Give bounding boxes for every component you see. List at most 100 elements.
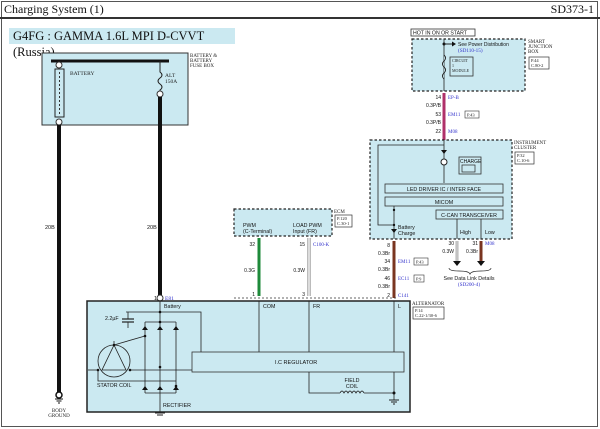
ecm-load-pwm-1: LOAD PWM bbox=[293, 223, 322, 229]
field-coil-icon bbox=[339, 390, 365, 394]
see-data-link[interactable]: See Data Link Details bbox=[444, 276, 495, 282]
connector-ep-b: EP-B bbox=[448, 96, 460, 101]
fuse-label: ALT bbox=[165, 73, 176, 79]
pin-31: 31 bbox=[472, 241, 478, 247]
sjb-name-3: BOX bbox=[528, 50, 539, 55]
rectifier-label: RECTIFIER bbox=[163, 403, 191, 409]
pin-22: 22 bbox=[435, 129, 441, 135]
ref-ec11: P.9 bbox=[416, 277, 422, 282]
alt-terminal-com: COM bbox=[263, 304, 275, 310]
page-header: Charging System (1) SD373-1 bbox=[0, 0, 600, 19]
pin-53: 53 bbox=[435, 112, 441, 118]
connector-em11-b: EM11 bbox=[398, 260, 411, 265]
wire-gauge-battery-ground: 20B bbox=[45, 225, 55, 231]
pin-8: 8 bbox=[387, 243, 390, 249]
connector-c100-k: C100-K bbox=[313, 243, 330, 248]
connector-m08-b: M08 bbox=[485, 242, 495, 247]
smart-junction-box: HOT IN ON OR START See Power Distributio… bbox=[410, 28, 553, 92]
alternator-name: ALTERNATOR bbox=[412, 302, 445, 307]
ecm-ref-2: C.30-1 bbox=[337, 221, 349, 226]
instrument-cluster: CHARGE LED DRIVER IC / INTER FACE MICOM … bbox=[369, 139, 546, 240]
ecm-ref-1: P.120 bbox=[337, 216, 348, 221]
fuse-rating: 150A bbox=[165, 79, 177, 85]
hot-label: HOT IN ON OR START bbox=[413, 31, 468, 37]
module-line-3: MODULE bbox=[452, 68, 470, 73]
see-data-link-ref[interactable]: (SD200-4) bbox=[458, 281, 480, 288]
body-ground-icon bbox=[55, 391, 63, 404]
gauge-ecm-fr: 0.3W bbox=[293, 268, 305, 274]
battery-charge-label-2: Charge bbox=[398, 231, 415, 237]
pin-1-com: 1 bbox=[252, 292, 255, 298]
charge-label: CHARGE bbox=[460, 159, 482, 165]
gauge-l-3: 0.3Br bbox=[378, 284, 390, 290]
ref-em11-a: P.43 bbox=[467, 113, 475, 118]
sjb-ref-2: C.80-2 bbox=[531, 63, 543, 68]
battery-box-name-1: BATTERY & bbox=[190, 54, 217, 59]
pin-15: 15 bbox=[299, 242, 305, 248]
ecm-pwm-1: PWM bbox=[243, 223, 256, 229]
pin-3-fr: 3 bbox=[302, 292, 305, 298]
battery-box-name-3: FUSE BOX bbox=[190, 64, 214, 69]
ecm: PWM (C-Terminal) LOAD PWM Input (FR) ECM… bbox=[233, 208, 353, 237]
cluster-name-2: CLUSTER bbox=[514, 146, 537, 151]
pin-2: 2 bbox=[387, 293, 390, 299]
sjb-name-1: SMART bbox=[528, 40, 545, 45]
ecm-pwm-2: (C-Terminal) bbox=[243, 229, 272, 235]
alternator-ref-2: C.22-1/30-6 bbox=[415, 313, 438, 318]
page-title: Charging System (1) bbox=[4, 2, 104, 16]
pin-32: 32 bbox=[249, 242, 255, 248]
battery-icon bbox=[461, 164, 476, 173]
ground-icon bbox=[389, 399, 399, 405]
alt-terminal-l: L bbox=[398, 304, 401, 310]
field-coil-label-2: COIL bbox=[346, 384, 358, 390]
regulator-label: I.C REGULATOR bbox=[275, 360, 317, 366]
body-ground-label-1: BODY bbox=[52, 409, 67, 414]
battery-box-name-2: BATTERY bbox=[190, 59, 213, 64]
pin-battery-alt: 1 bbox=[154, 296, 157, 302]
ecm-name: ECM bbox=[334, 210, 345, 215]
ecm-load-pwm-2: Input (FR) bbox=[293, 229, 317, 235]
battery-fuse-box: BATTERY ALT 150A BATTERY & BATTERY FUSE … bbox=[41, 52, 217, 126]
alternator: Battery COM FR L 2.2µF RECTIFIER bbox=[86, 300, 445, 416]
alternator-ref-1: P.14 bbox=[415, 308, 423, 313]
stator-coil-label: STATOR COIL bbox=[97, 383, 131, 389]
gauge-l-2: 0.3Br bbox=[378, 267, 390, 273]
pin-46: 46 bbox=[384, 276, 390, 282]
battery-charge-label-1: Battery bbox=[398, 225, 415, 231]
pin-14: 14 bbox=[435, 95, 441, 101]
gauge-ecm-com: 0.3G bbox=[244, 268, 255, 274]
page-code: SD373-1 bbox=[550, 2, 594, 16]
connector-e81: E81 bbox=[165, 296, 174, 302]
see-power-distribution-ref[interactable]: (SD110-15) bbox=[458, 47, 483, 54]
connector-m08-a: M08 bbox=[448, 130, 458, 135]
led-driver-label: LED DRIVER IC / INTER FACE bbox=[407, 187, 482, 193]
rectifier-ground-icon bbox=[155, 393, 165, 416]
see-power-distribution[interactable]: See Power Distribution bbox=[458, 42, 509, 48]
body-ground-label-2: GROUND bbox=[48, 414, 70, 419]
gauge-can-low: 0.3Br bbox=[466, 249, 478, 255]
capacitor-label: 2.2µF bbox=[105, 316, 119, 322]
gauge-sjb-2: 0.3P/B bbox=[426, 120, 442, 126]
gauge-can-high: 0.3W bbox=[442, 249, 454, 255]
cluster-ref-2: C.10-6 bbox=[517, 158, 530, 163]
ref-em11-b: P.43 bbox=[416, 260, 424, 265]
can-high-label: High bbox=[460, 230, 471, 236]
alt-terminal-battery: Battery bbox=[164, 304, 181, 310]
ccan-label: C-CAN TRANSCEIVER bbox=[441, 213, 497, 219]
battery-label: BATTERY bbox=[70, 71, 94, 77]
cluster-name-1: INSTRUMENT bbox=[514, 141, 546, 146]
wire-gauge-battery-alt: 20B bbox=[147, 225, 157, 231]
pin-30: 30 bbox=[448, 241, 454, 247]
cluster-ref-1: P.32 bbox=[517, 153, 525, 158]
field-coil-label-1: FIELD bbox=[344, 378, 359, 384]
connector-c141: C141 bbox=[398, 294, 409, 299]
data-link-brace bbox=[448, 267, 492, 276]
module-line-2: 1 bbox=[452, 63, 454, 68]
pin-34: 34 bbox=[384, 259, 390, 265]
gauge-sjb-1: 0.3P/B bbox=[426, 103, 442, 109]
sjb-ref-1: P.44 bbox=[531, 58, 539, 63]
gauge-l-1: 0.3Br bbox=[378, 251, 390, 257]
module-line-1: CIRCUIT bbox=[452, 58, 469, 63]
can-low-label: Low bbox=[485, 230, 495, 236]
